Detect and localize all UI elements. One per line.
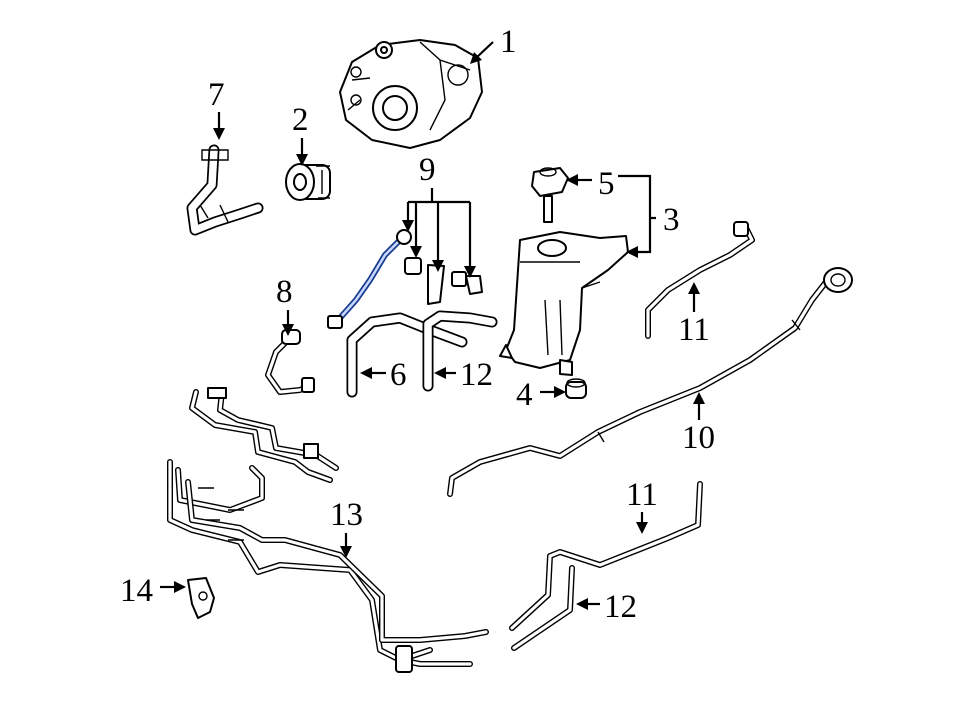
callout-12a: 12 — [460, 357, 493, 393]
callout-8: 8 — [276, 274, 293, 310]
line-11-lower — [509, 481, 703, 631]
callout-13: 13 — [330, 497, 363, 533]
arrow-6 — [360, 367, 372, 379]
callout-4: 4 — [516, 377, 533, 413]
leader-9 — [406, 188, 472, 268]
bracket-14 — [187, 577, 215, 619]
arrow-11b — [636, 522, 648, 534]
arrow-13 — [340, 546, 352, 558]
plug-part — [565, 378, 587, 399]
callout-5: 5 — [598, 166, 615, 202]
leader-1 — [475, 41, 494, 59]
callout-14: 14 — [120, 573, 153, 609]
arrow-11a — [688, 282, 700, 294]
arrow-12a — [434, 367, 446, 379]
pump-part — [339, 39, 483, 149]
arrow-12b — [576, 598, 588, 610]
hose-8 — [265, 329, 315, 395]
arrow-7 — [213, 128, 225, 140]
line-11-upper — [645, 221, 755, 339]
arrow-14 — [174, 581, 186, 593]
cooler-13 — [167, 387, 489, 673]
arrow-1 — [470, 52, 482, 64]
callout-11b: 11 — [626, 477, 658, 513]
callout-1: 1 — [500, 24, 517, 60]
arrow-5 — [566, 174, 578, 186]
callout-12b: 12 — [604, 589, 637, 625]
callout-11a: 11 — [678, 312, 710, 348]
callout-9: 9 — [419, 152, 436, 188]
line-10 — [447, 267, 853, 497]
arrow-3 — [626, 246, 638, 258]
leader-3 — [618, 174, 656, 254]
hose-6 — [346, 312, 468, 398]
reservoir-part — [499, 231, 629, 376]
arrow-8 — [282, 324, 294, 336]
hose-9 — [327, 229, 483, 329]
arrow-4 — [554, 386, 566, 398]
hose-12-upper — [422, 310, 498, 392]
arrow-2 — [296, 154, 308, 166]
arrow-9b — [410, 246, 422, 258]
callout-2: 2 — [292, 102, 309, 138]
callout-10: 10 — [682, 420, 715, 456]
arrow-9c — [432, 260, 444, 272]
line-12-lower — [511, 565, 575, 651]
hose-7 — [186, 144, 264, 236]
arrow-10 — [693, 392, 705, 404]
callout-7: 7 — [208, 77, 225, 113]
arrow-9a — [402, 220, 414, 232]
pulley-part — [285, 163, 331, 201]
arrow-9d — [464, 266, 476, 278]
cap-part — [531, 167, 569, 223]
callout-6: 6 — [390, 357, 407, 393]
callout-3: 3 — [663, 202, 680, 238]
